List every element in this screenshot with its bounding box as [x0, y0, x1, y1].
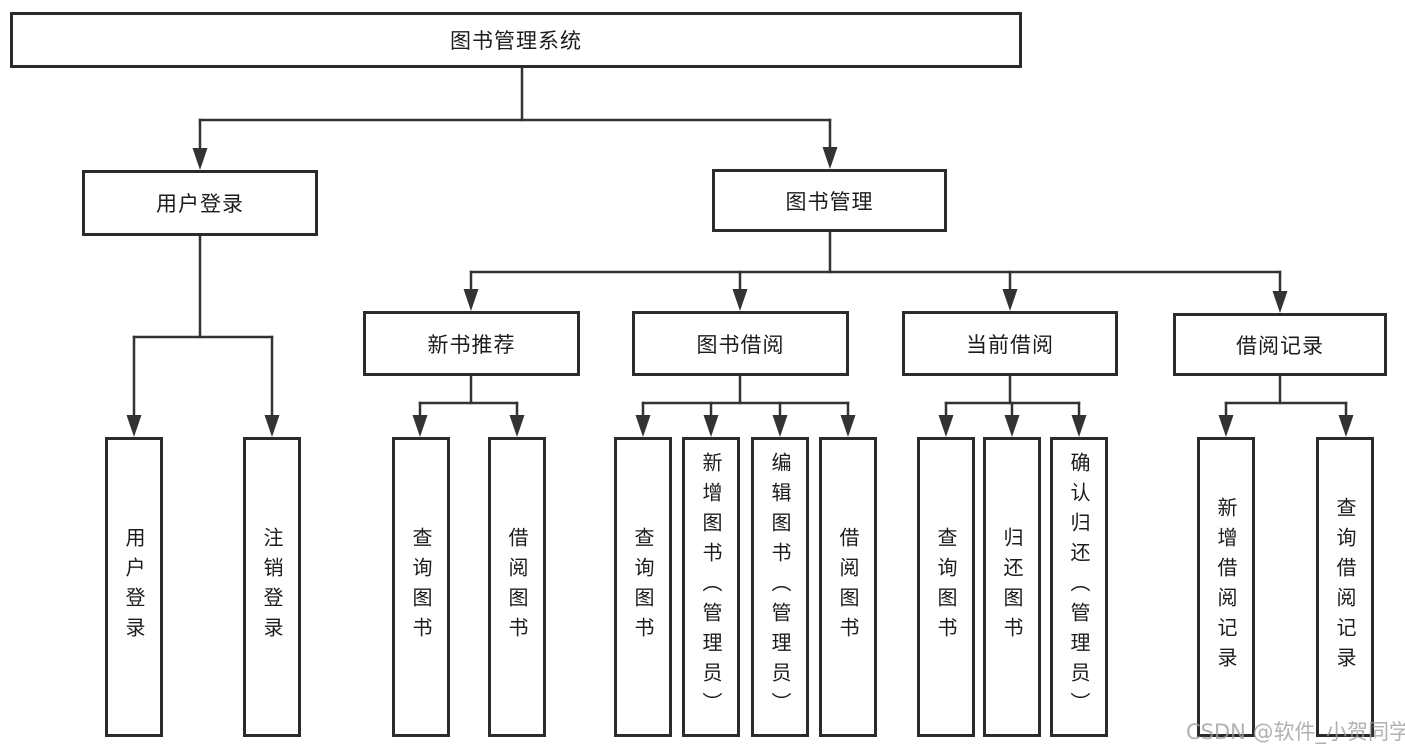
node-label: 图书借阅	[696, 332, 785, 357]
node-label: 注销登录	[260, 527, 284, 647]
leaf-query-borrow-record: 查询借阅记录	[1316, 437, 1374, 737]
node-book-borrowing: 图书借阅	[632, 311, 849, 376]
leaf-add-borrow-record: 新增借阅记录	[1197, 437, 1255, 737]
node-label: 用户登录	[122, 527, 146, 647]
arrowhead-leaf-add-borrow-record	[1218, 415, 1234, 437]
node-label: 查询图书	[409, 527, 433, 647]
arrowhead-leaf-logout	[264, 415, 280, 437]
node-new-book-recommendation: 新书推荐	[363, 311, 580, 376]
leaf-confirm-return-admin: 确认归还（管理员）	[1050, 437, 1108, 737]
arrowhead-borrowing-records	[1272, 291, 1288, 313]
node-label: 用户登录	[156, 192, 244, 216]
node-user-login: 用户登录	[82, 170, 318, 236]
node-label: 新书推荐	[427, 332, 516, 357]
node-label: 确认归还（管理员）	[1067, 452, 1091, 722]
arrowhead-leaf-borrow-books-1	[509, 415, 525, 437]
node-label: 编辑图书（管理员）	[768, 452, 792, 722]
node-label: 查询图书	[934, 527, 958, 647]
node-label: 借阅图书	[836, 527, 860, 647]
leaf-user-login: 用户登录	[105, 437, 163, 737]
leaf-return-books: 归还图书	[983, 437, 1041, 737]
node-label: 当前借阅	[966, 332, 1054, 357]
node-label: 图书管理	[785, 189, 874, 214]
leaf-query-books-1: 查询图书	[392, 437, 450, 737]
arrowhead-new-book-recommendation	[463, 289, 479, 311]
arrowhead-current-borrowing	[1002, 289, 1018, 311]
arrowhead-book-borrowing	[732, 289, 748, 311]
arrowhead-leaf-edit-book	[772, 415, 788, 437]
node-label: 查询图书	[631, 527, 655, 647]
leaf-query-books-2: 查询图书	[614, 437, 672, 737]
arrowhead-leaf-query-books-3	[938, 415, 954, 437]
node-label: 新增图书（管理员）	[699, 452, 723, 722]
arrowhead-leaf-query-books-2	[635, 415, 651, 437]
arrowhead-user-login	[192, 148, 208, 170]
node-label: 新增借阅记录	[1214, 497, 1238, 677]
arrowhead-leaf-user-login	[126, 415, 142, 437]
arrowhead-leaf-borrow-books-2	[840, 415, 856, 437]
node-label: 借阅图书	[505, 527, 529, 647]
leaf-query-books-3: 查询图书	[917, 437, 975, 737]
node-current-borrowing: 当前借阅	[902, 311, 1118, 376]
node-book-management: 图书管理	[712, 169, 947, 232]
node-label: 归还图书	[1000, 527, 1024, 647]
arrowhead-leaf-confirm-return	[1071, 415, 1087, 437]
node-book-management-system: 图书管理系统	[10, 12, 1022, 68]
node-label: 图书管理系统	[450, 29, 582, 53]
arrowhead-leaf-add-book	[703, 415, 719, 437]
leaf-borrow-books-1: 借阅图书	[488, 437, 546, 737]
node-label: 查询借阅记录	[1333, 497, 1357, 677]
arrowhead-leaf-return-books	[1004, 415, 1020, 437]
leaf-add-book-admin: 新增图书（管理员）	[682, 437, 740, 737]
arrowhead-leaf-query-books-1	[412, 415, 428, 437]
leaf-logout: 注销登录	[243, 437, 301, 737]
node-borrowing-records: 借阅记录	[1173, 313, 1387, 376]
arrowhead-book-management	[822, 147, 838, 169]
arrowhead-leaf-query-borrow-record	[1338, 415, 1354, 437]
leaf-borrow-books-2: 借阅图书	[819, 437, 877, 737]
csdn-watermark: CSDN @软件_小贺同学	[1186, 720, 1405, 744]
leaf-edit-book-admin: 编辑图书（管理员）	[751, 437, 809, 737]
node-label: 借阅记录	[1236, 333, 1324, 358]
